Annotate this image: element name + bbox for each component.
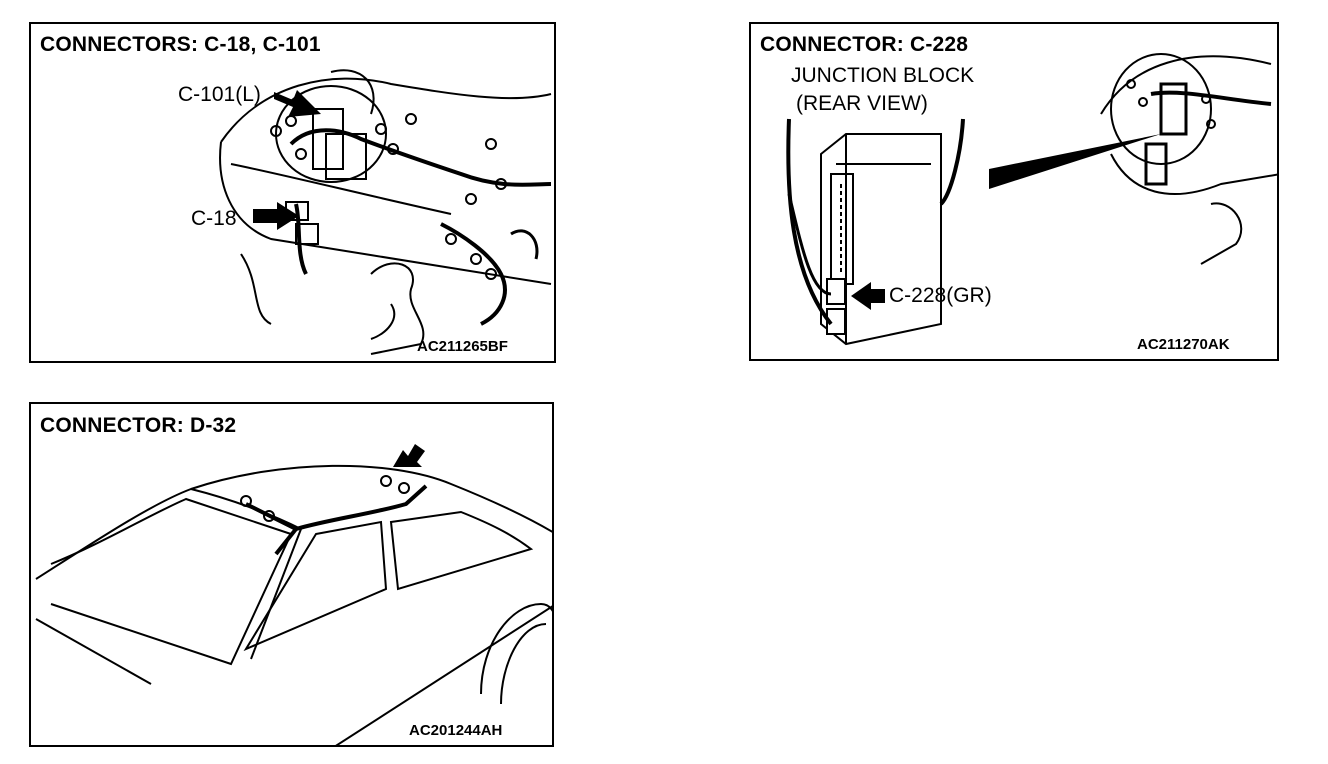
- diagram-panel-c18-c101: CONNECTORS: C-18, C-101 C-101(L) C-18 AC…: [29, 22, 556, 363]
- dashboard-wiring-illustration: [219, 69, 552, 355]
- car-roof-illustration: [35, 444, 552, 745]
- callout-c101: C-101(L): [178, 83, 261, 106]
- panel-title: CONNECTOR: C-228: [760, 33, 969, 56]
- panel-title: CONNECTORS: C-18, C-101: [40, 33, 321, 56]
- figure-code: AC211265BF: [417, 338, 508, 355]
- panel-title: CONNECTOR: D-32: [40, 414, 237, 437]
- arrow-c101: [274, 90, 321, 117]
- arrow-d32: [393, 444, 425, 467]
- callout-junction-block: JUNCTION BLOCK: [791, 64, 975, 87]
- callout-c18: C-18: [191, 207, 237, 230]
- junction-block-illustration: [786, 53, 1277, 346]
- diagram-panel-c228: CONNECTOR: C-228 JUNCTION BLOCK (REAR VI…: [749, 22, 1279, 361]
- arrow-c228: [851, 282, 885, 310]
- diagram-panel-d32: CONNECTOR: D-32 AC201244AH: [29, 402, 554, 747]
- arrow-c18: [253, 202, 299, 230]
- callout-c228: C-228(GR): [889, 284, 992, 307]
- callout-rear-view: (REAR VIEW): [796, 92, 928, 115]
- figure-code: AC201244AH: [409, 722, 503, 739]
- figure-code: AC211270AK: [1137, 336, 1230, 353]
